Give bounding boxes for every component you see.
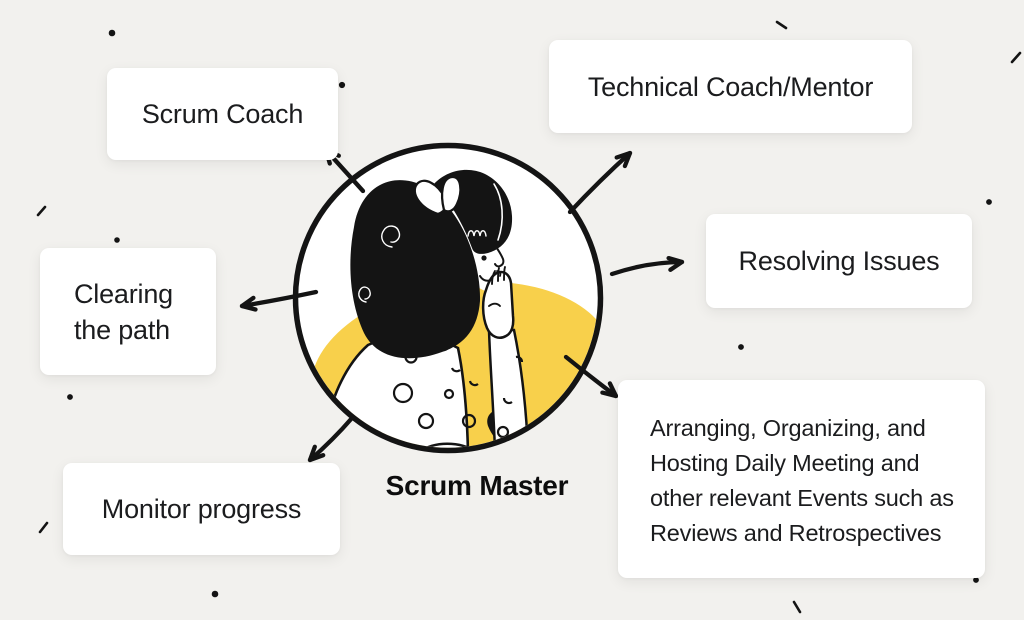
card-label: Resolving Issues xyxy=(738,246,940,276)
arrow-to-monitor-progress xyxy=(307,415,355,463)
card-scrum-coach: Scrum Coach xyxy=(107,68,338,160)
eye xyxy=(481,255,487,261)
card-technical-coach-mentor: Technical Coach/Mentor xyxy=(549,40,912,133)
card-label-line: Reviews and Retrospectives xyxy=(650,520,942,546)
card-label: Scrum Coach xyxy=(141,99,304,129)
face-details xyxy=(479,240,505,282)
card-label-line: Hosting Daily Meeting and xyxy=(650,450,920,476)
hair-tie-loops xyxy=(413,175,462,216)
card-label: Technical Coach/Mentor xyxy=(587,71,874,102)
card-label-line: the path xyxy=(74,314,170,345)
arrow-to-resolving-issues xyxy=(609,255,685,277)
card-label-line: other relevant Events such as xyxy=(650,485,954,511)
scrum-master-illustration xyxy=(292,142,604,454)
hair-back xyxy=(350,180,481,359)
card-arranging-organizing-hosting: Arranging, Organizing, and Hosting Daily… xyxy=(618,380,985,578)
scrum-master-title: Scrum Master xyxy=(385,470,569,501)
card-label: Monitor progress xyxy=(101,494,302,524)
arrow-to-clearing-path xyxy=(239,289,319,312)
arrows xyxy=(239,147,685,463)
card-label-line: Arranging, Organizing, and xyxy=(650,415,926,441)
arrow-to-arranging xyxy=(563,354,619,399)
arrow-to-technical-coach xyxy=(567,150,633,215)
card-resolving-issues: Resolving Issues xyxy=(706,214,972,308)
card-label-line: Clearing xyxy=(74,278,173,309)
speckles-decoration xyxy=(36,20,1022,614)
card-monitor-progress: Monitor progress xyxy=(63,463,340,555)
card-clearing-the-path: Clearing the path xyxy=(40,248,216,375)
